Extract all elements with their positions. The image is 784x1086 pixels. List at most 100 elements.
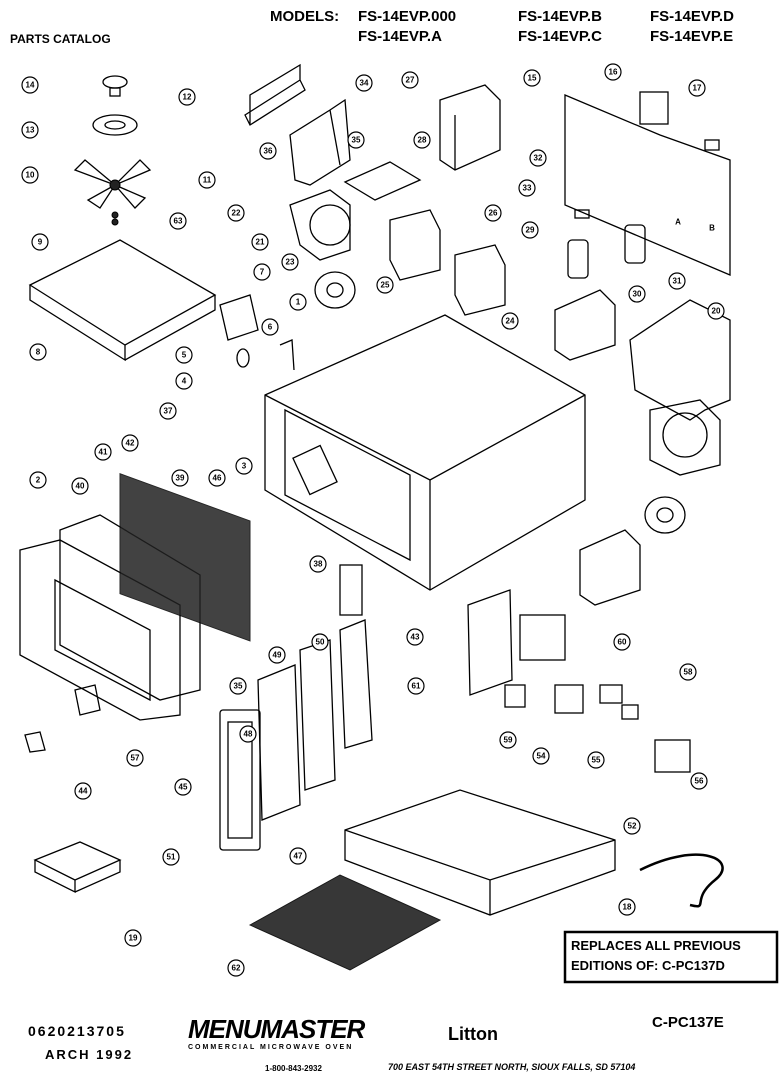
callout-circle bbox=[178, 88, 196, 106]
callout-number: 7 bbox=[260, 268, 265, 277]
callout-circle bbox=[174, 778, 192, 796]
callout-circle bbox=[521, 221, 539, 239]
callout-number: 2 bbox=[36, 476, 41, 485]
callout-circle bbox=[31, 233, 49, 251]
callout-number: 35 bbox=[352, 136, 361, 145]
callout-circle bbox=[175, 346, 193, 364]
catalog-label: PARTS CATALOG bbox=[10, 32, 111, 46]
callout-circle bbox=[229, 677, 247, 695]
callout-number: 31 bbox=[673, 277, 682, 286]
model-6: FS-14EVP.E bbox=[650, 28, 734, 45]
callout-circle bbox=[518, 179, 536, 197]
callout-circle bbox=[623, 817, 641, 835]
blower-housing bbox=[289, 189, 351, 261]
callout-number: 27 bbox=[406, 76, 415, 85]
callout-number: 34 bbox=[360, 79, 369, 88]
callout-circle bbox=[618, 898, 636, 916]
magnetron bbox=[389, 209, 441, 281]
callout-number: 60 bbox=[618, 638, 627, 647]
callout-number: 58 bbox=[684, 668, 693, 677]
callout-circle bbox=[529, 149, 547, 167]
callout-circle bbox=[198, 171, 216, 189]
stirrer-assembly bbox=[73, 75, 152, 226]
notice-line-2: EDITIONS OF: C-PC137D bbox=[571, 958, 725, 973]
callout-number: 35 bbox=[234, 682, 243, 691]
notice-box bbox=[563, 930, 779, 984]
callout-number: 5 bbox=[182, 351, 187, 360]
transformer bbox=[554, 289, 616, 361]
right-duct bbox=[629, 299, 731, 421]
callout-number: 29 bbox=[526, 226, 535, 235]
callout-number: 4 bbox=[182, 377, 187, 386]
callout-number: 18 bbox=[623, 903, 632, 912]
callout-number: 57 bbox=[131, 754, 140, 763]
callout-circle bbox=[227, 959, 245, 977]
callout-circle bbox=[126, 749, 144, 767]
callout-number: 48 bbox=[244, 730, 253, 739]
rectifier bbox=[519, 614, 566, 661]
timer bbox=[504, 684, 526, 708]
callout-circle bbox=[289, 847, 307, 865]
callout-number: 6 bbox=[268, 323, 273, 332]
harness-box bbox=[33, 841, 122, 894]
relay bbox=[554, 684, 584, 714]
callout-number: 21 bbox=[256, 238, 265, 247]
side-panel bbox=[339, 619, 373, 749]
callout-circle bbox=[259, 142, 277, 160]
callout-number: 28 bbox=[418, 136, 427, 145]
callout-circle bbox=[121, 434, 139, 452]
magnetron bbox=[454, 244, 506, 316]
callout-number: 56 bbox=[695, 777, 704, 786]
callout-circle bbox=[159, 402, 177, 420]
callout-circle bbox=[261, 318, 279, 336]
callout-number: 61 bbox=[412, 682, 421, 691]
door-window bbox=[54, 578, 151, 702]
callout-circle bbox=[523, 69, 541, 87]
filter-box bbox=[654, 739, 691, 773]
callout-circle bbox=[407, 677, 425, 695]
callout-circle bbox=[175, 372, 193, 390]
callout-number: 46 bbox=[213, 474, 222, 483]
capacitor bbox=[624, 224, 646, 264]
callout-circle bbox=[29, 471, 47, 489]
callout-number: 15 bbox=[528, 74, 537, 83]
callout-circle bbox=[628, 285, 646, 303]
callout-circle bbox=[253, 263, 271, 281]
fuse bbox=[574, 209, 590, 219]
callout-number: 25 bbox=[381, 281, 390, 290]
callout-circle bbox=[235, 457, 253, 475]
callout-number: 11 bbox=[203, 176, 212, 185]
side-panel bbox=[257, 664, 301, 821]
cover-plate-small bbox=[219, 294, 259, 341]
callout-circle bbox=[208, 469, 226, 487]
callout-circle bbox=[347, 131, 365, 149]
callout-circle bbox=[162, 848, 180, 866]
air-duct bbox=[289, 98, 351, 186]
callout-circle bbox=[413, 131, 431, 149]
bottom-panel bbox=[28, 239, 217, 362]
door-panel bbox=[59, 514, 201, 701]
door-screen bbox=[119, 472, 251, 642]
small-component bbox=[704, 139, 720, 151]
callout-number: 52 bbox=[628, 822, 637, 831]
callout-circle bbox=[281, 253, 299, 271]
model-2: FS-14EVP.B bbox=[518, 8, 602, 25]
callout-circle bbox=[71, 477, 89, 495]
callout-circle bbox=[688, 79, 706, 97]
catalog-date: ARCH 1992 bbox=[45, 1047, 134, 1062]
callout-number: A bbox=[675, 218, 681, 227]
callout-circle bbox=[587, 751, 605, 769]
callout-number: 40 bbox=[76, 482, 85, 491]
callout-number: 43 bbox=[411, 633, 420, 642]
callout-number: 38 bbox=[314, 560, 323, 569]
callout-circle bbox=[707, 302, 725, 320]
right-blower-wheel bbox=[644, 496, 686, 534]
callout-number: 9 bbox=[38, 238, 43, 247]
callout-circle bbox=[94, 443, 112, 461]
callout-number: 14 bbox=[26, 81, 35, 90]
callout-number: 10 bbox=[26, 171, 35, 180]
callout-circle bbox=[239, 725, 257, 743]
callout-number: 32 bbox=[534, 154, 543, 163]
callout-number: 54 bbox=[537, 752, 546, 761]
thermal-cutout bbox=[621, 704, 639, 720]
